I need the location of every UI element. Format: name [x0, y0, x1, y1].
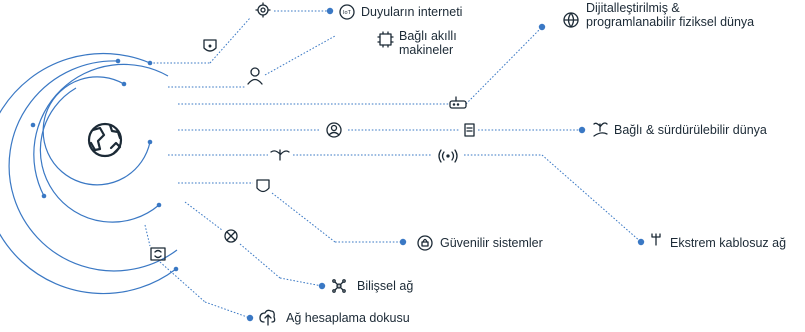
ring-dot	[121, 81, 127, 87]
ai-chip-icon	[377, 31, 394, 48]
endpoint-dot-iot	[326, 7, 334, 15]
network-nodes-icon	[332, 279, 346, 293]
label-trusted: Güvenilir sistemler	[440, 236, 543, 250]
router-icon	[449, 96, 467, 109]
shield-icon	[256, 179, 270, 193]
plant-icon	[270, 149, 290, 161]
endpoint-dot-digital	[538, 23, 546, 31]
sync-icon	[150, 247, 166, 261]
globe-icon	[563, 12, 579, 28]
label-smart-line1: Bağlı akıllı	[399, 29, 457, 43]
recycle-icon	[224, 229, 238, 243]
label-cognitive: Bilişsel ağ	[357, 279, 414, 293]
label-digital-line1: Dijitalleştirilmiş &	[586, 1, 680, 15]
shield-icon	[203, 39, 217, 52]
ring-dot	[41, 193, 47, 199]
label-digital-line2: programlanabilir fiziksel dünya	[586, 15, 755, 29]
ring-arc-2	[8, 60, 178, 272]
ring-arc-4	[39, 87, 160, 223]
person-icon	[247, 67, 263, 85]
label-compute: Ağ hesaplama dokusu	[286, 311, 410, 325]
ring-dots	[30, 58, 179, 272]
ring-dot	[147, 139, 153, 145]
ring-dot	[156, 202, 162, 208]
label-wireless: Ekstrem kablosuz ağ	[670, 236, 787, 250]
endpoint-dot-compute	[246, 314, 254, 322]
document-icon	[464, 123, 475, 137]
label-sustain: Bağlı & sürdürülebilir dünya	[614, 123, 767, 137]
endpoint-dot-cognitive	[318, 282, 326, 290]
ring-dot	[173, 266, 179, 272]
ring-arc-inner	[42, 76, 151, 186]
endpoint-dots	[246, 7, 645, 322]
person-circle-icon	[326, 122, 342, 138]
antenna-icon	[651, 233, 661, 246]
endpoint-dot-wireless	[637, 238, 645, 246]
ring-dot	[30, 122, 36, 128]
svg-text:IoT: IoT	[343, 10, 352, 16]
wireless-signal-icon	[438, 149, 458, 163]
gear-icon	[255, 2, 271, 18]
sprout-hand-icon	[593, 122, 608, 137]
globe-icon	[87, 122, 123, 158]
label-smart-line2: makineler	[399, 43, 454, 57]
cloud-upload-icon	[259, 309, 276, 326]
endpoint-dot-trusted	[399, 238, 407, 246]
label-iot: Duyuların interneti	[361, 5, 463, 19]
iot-circle-icon: IoT	[339, 4, 355, 20]
connector-lines	[117, 10, 642, 319]
endpoint-dot-sustain	[578, 126, 586, 134]
ring-arc-outer	[0, 52, 177, 295]
concentric-rings	[0, 52, 178, 295]
shield-lock-icon	[417, 235, 433, 251]
